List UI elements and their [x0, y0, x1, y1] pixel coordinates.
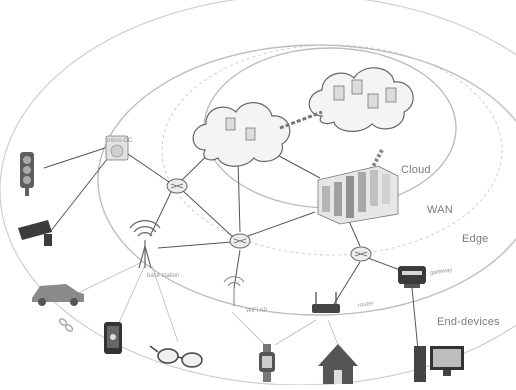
traffic-light-yellow — [23, 166, 31, 174]
desktop-computer-icon — [414, 346, 464, 382]
wifi-ap-wave-inner — [227, 282, 241, 287]
wifi-access-point-icon — [223, 276, 245, 306]
micro-datacenter-icon — [105, 135, 129, 161]
wan-ring — [161, 44, 503, 256]
smartwatch-icon — [259, 344, 275, 382]
smart-glasses-icon — [149, 345, 203, 368]
switch-arrows — [170, 183, 368, 257]
rack-unit-6 — [382, 174, 390, 204]
cloud-label: Cloud — [401, 164, 431, 176]
link-switch1-switch2 — [181, 189, 235, 239]
car-wheel-rear — [70, 298, 78, 306]
smartphone-icon — [104, 322, 122, 354]
link-router-home — [327, 319, 339, 346]
tower-leg-right — [144, 245, 152, 269]
switch-3-arrow-b — [354, 251, 368, 257]
phone-logo — [110, 334, 116, 340]
traffic-light-pole — [25, 188, 29, 196]
edge-label: Edge — [462, 233, 489, 245]
cloud-servers — [225, 79, 397, 141]
cloud-left-shape — [192, 102, 291, 167]
traffic-light-green — [23, 176, 31, 184]
cloud-server-1 — [225, 117, 236, 131]
rack-unit-5 — [370, 170, 378, 206]
link-cloud-switch2 — [237, 159, 241, 233]
link-switch1-basestation — [149, 189, 173, 237]
cloud-server-5 — [367, 93, 379, 109]
link-switch2-dc — [247, 211, 316, 237]
wifi-router-icon — [312, 292, 340, 313]
rack-unit-4 — [358, 172, 366, 212]
home-door — [334, 370, 342, 384]
link-basestation-switch2 — [157, 241, 233, 249]
traffic-light-icon — [20, 152, 34, 196]
link-switch2-wifi — [233, 249, 241, 289]
chain-link-2 — [64, 324, 74, 332]
glasses-lens-left — [157, 348, 179, 364]
smart-home-icon — [318, 344, 358, 384]
desktop-screen — [433, 349, 461, 367]
link-basestation-glasses — [151, 265, 179, 343]
wifi-ap-wave-outer — [223, 276, 245, 283]
tower-wave-inner — [137, 232, 153, 237]
cloud-server-2 — [245, 127, 256, 141]
wifi-ap-label: WiFi AP — [246, 308, 268, 314]
switch-1-arrow-b — [170, 183, 184, 189]
gateway-icon — [398, 266, 426, 288]
desktop-stand — [443, 370, 451, 376]
micro-dc-label: micro-DC — [107, 138, 133, 144]
link-gateway-desktop — [411, 287, 419, 351]
traffic-light-red — [23, 156, 31, 164]
micro-dc-globe — [110, 144, 124, 158]
car-icon — [32, 284, 84, 306]
cloud-right-shape — [308, 67, 414, 132]
link-basestation-car — [79, 261, 143, 293]
link-camera-microdc — [49, 157, 109, 233]
gateway-panel — [402, 271, 422, 275]
gateway-base — [404, 284, 420, 288]
desktop-tower — [414, 346, 426, 382]
link-microdc-switch1 — [121, 149, 173, 185]
end-devices-label: End-devices — [437, 316, 500, 328]
wireless-links — [79, 261, 339, 346]
base-station-label: base station — [147, 273, 180, 279]
link-switch3-gateway — [367, 257, 401, 271]
cloud-server-4 — [351, 79, 363, 95]
rack-unit-2 — [334, 182, 342, 216]
cloud-interconnect — [279, 110, 323, 130]
tower-wave-outer — [129, 220, 161, 229]
glasses-arm — [149, 345, 159, 353]
glasses-bridge — [177, 356, 183, 359]
car-wheel-front — [38, 298, 46, 306]
home-roof — [318, 344, 358, 366]
switch-2-arrow-b — [233, 238, 247, 244]
server-rack-icon — [317, 165, 399, 225]
camera-body — [18, 220, 52, 240]
cell-tower-icon — [129, 220, 161, 269]
rack-unit-3 — [346, 176, 354, 218]
router-body — [312, 304, 340, 313]
rack-unit-1 — [322, 186, 330, 212]
cloud-server-6 — [385, 87, 397, 103]
link-icon — [58, 318, 74, 332]
tower-leg-left — [138, 245, 146, 269]
link-trafficlight-microdc — [43, 147, 106, 169]
security-camera-icon — [18, 220, 52, 246]
tower-wave-middle — [133, 226, 157, 233]
link-basestation-phone — [117, 264, 146, 326]
watch-screen — [262, 356, 272, 368]
link-switch3-router — [333, 261, 361, 305]
link-router-watch — [274, 319, 317, 346]
cloud-server-3 — [333, 85, 345, 101]
cloud-icon — [192, 67, 414, 167]
glasses-lens-right — [181, 352, 203, 368]
link-wifi-watch — [231, 311, 266, 346]
car-body — [32, 284, 84, 302]
wan-label: WAN — [427, 204, 453, 216]
camera-mount — [44, 234, 52, 246]
